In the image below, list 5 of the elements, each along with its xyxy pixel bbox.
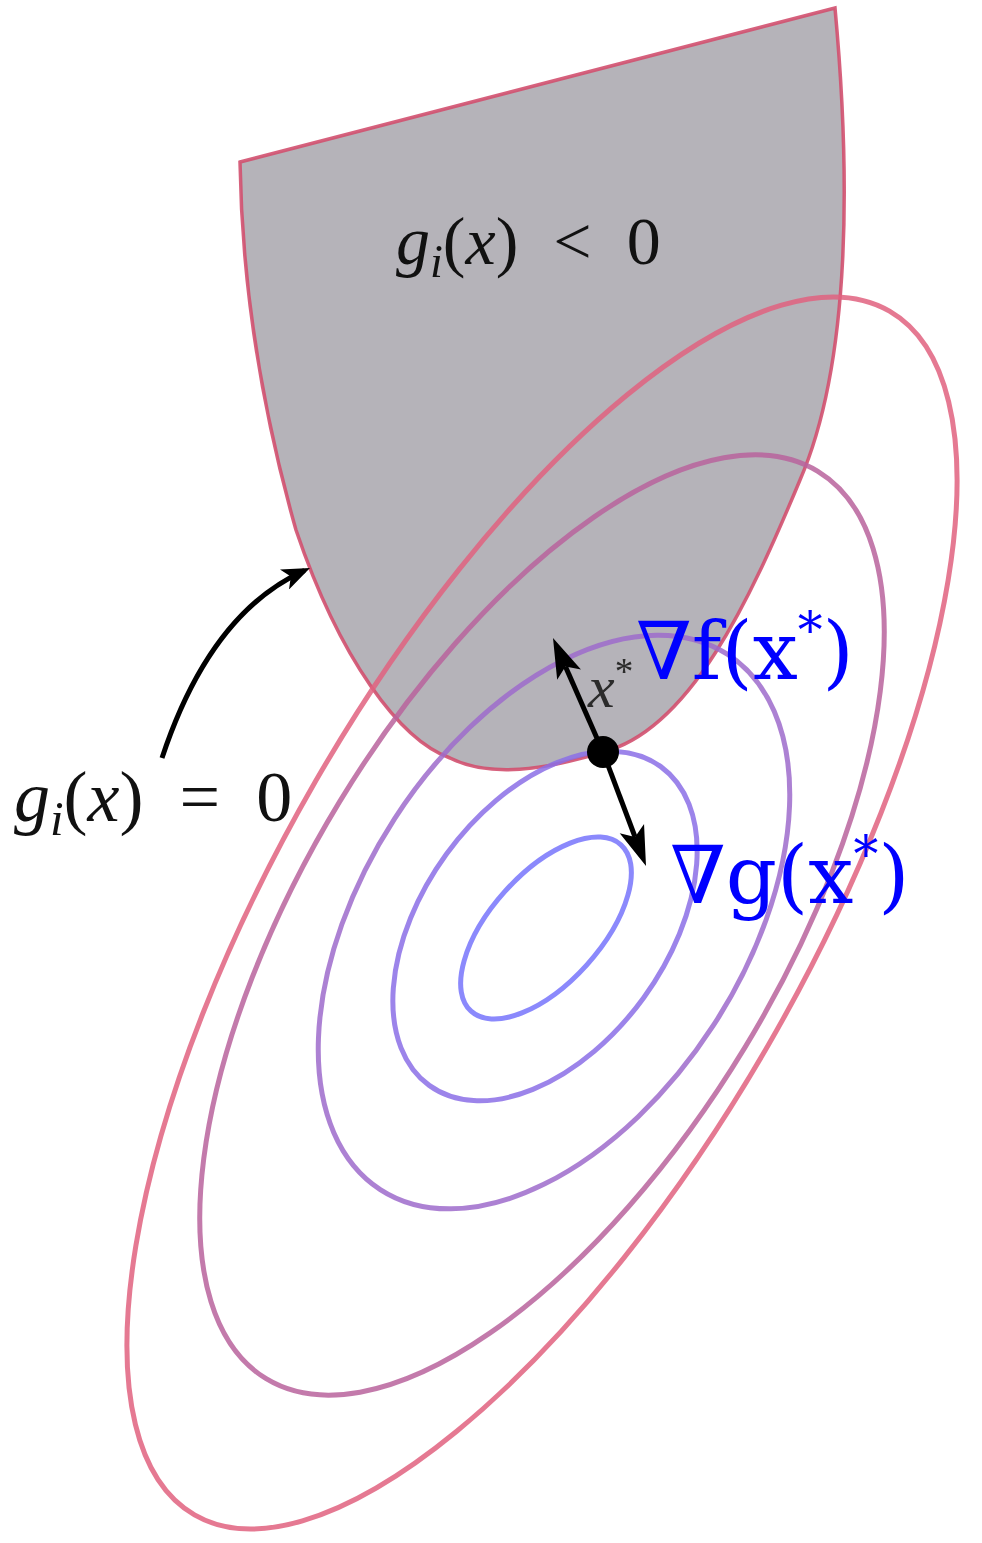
point-label: x$^{*}$ <box>588 656 634 719</box>
inequality-label: g$_{i}$(x) < 0 <box>396 204 661 279</box>
gradient-label: ∇f(x$^{*}$) <box>636 610 854 694</box>
equation-label: g$_{i}$(x) = 0 <box>14 758 293 838</box>
leader-arrow <box>159 567 310 759</box>
